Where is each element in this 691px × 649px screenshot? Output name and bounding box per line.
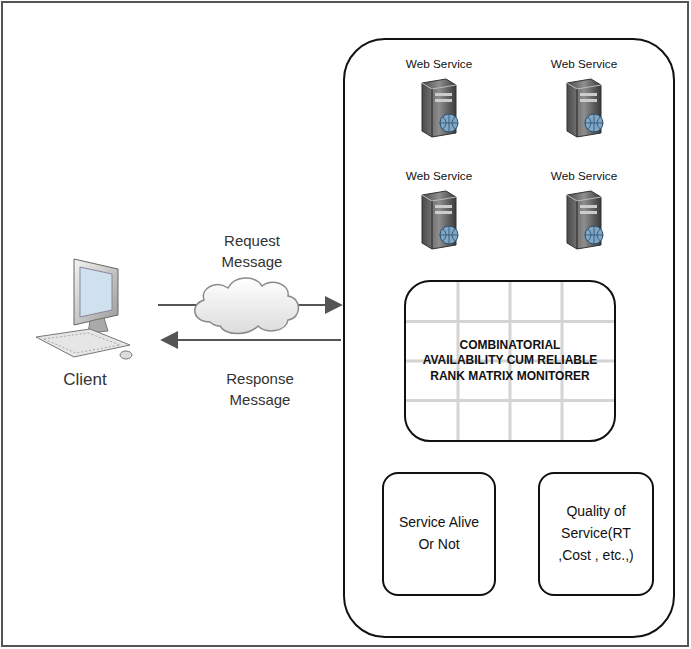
info-box: Quality of Service(RT ,Cost , etc.,) xyxy=(538,472,654,596)
client-computer: Client xyxy=(20,255,150,391)
computer-icon xyxy=(30,255,140,367)
message-label: Response Message xyxy=(212,368,308,410)
service-label: Web Service xyxy=(530,168,638,183)
service-label: Web Service xyxy=(530,56,638,71)
info-box: Service Alive Or Not xyxy=(382,472,496,596)
service-label: Web Service xyxy=(385,56,493,71)
cloud-shape xyxy=(195,278,299,334)
server-icon xyxy=(416,189,462,251)
web-service-node: Web Service xyxy=(530,168,638,264)
node-label: Quality of Service(RT ,Cost , etc.,) xyxy=(548,501,644,566)
node-label: Service Alive Or Not xyxy=(392,512,486,555)
service-container: Web ServiceWeb ServiceWeb ServiceWeb Ser… xyxy=(343,38,675,638)
server-icon xyxy=(561,189,607,251)
server-icon xyxy=(416,77,462,139)
web-service-node: Web Service xyxy=(530,56,638,152)
monitor-label: COMBINATORIAL AVAILABILITY CUM RELIABLE … xyxy=(422,338,598,385)
web-service-node: Web Service xyxy=(385,168,493,264)
message-arrow xyxy=(162,339,341,341)
monitorer-box: COMBINATORIAL AVAILABILITY CUM RELIABLE … xyxy=(404,280,616,442)
service-label: Web Service xyxy=(385,168,493,183)
message-label: Request Message xyxy=(208,230,296,272)
server-icon xyxy=(561,77,607,139)
node-label: Client xyxy=(20,369,150,391)
web-service-node: Web Service xyxy=(385,56,493,152)
